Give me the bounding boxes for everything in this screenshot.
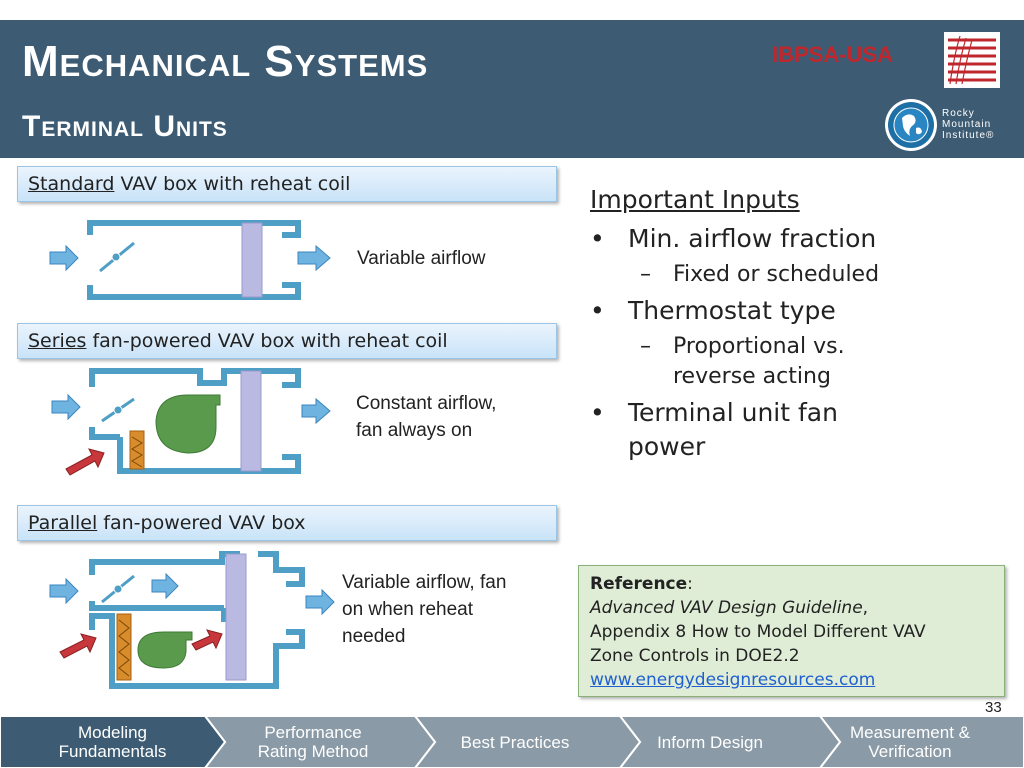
vav-type-rest: fan-powered VAV box with reheat coil [86,330,448,352]
sub-list-item-text: Fixed or scheduled [673,262,880,287]
reference-line: Appendix 8 How to Model Different VAV [590,622,926,642]
list-item-text: Thermostat type [628,296,836,325]
nav-tab-label: Inform Design [657,732,763,752]
list-item: • Min. airflow fraction [590,222,990,256]
return-filter-icon [129,430,145,470]
standard-vav-diagram [49,220,331,300]
fan-discharge-arrow-icon [191,629,223,651]
nav-shapes [0,716,1024,768]
reference-title: Advanced VAV Design Guideline [590,598,863,618]
sub-list-item-text: Proportional vs. [673,334,845,359]
reference-label: Reference [590,574,688,594]
nav-tab-label: Rating Method [257,742,369,761]
list-item-text: Terminal unit fan [628,398,838,427]
reheat-coil-icon [241,222,263,298]
sub-list-item: – Proportional vs. reverse acting [590,332,990,392]
important-inputs-heading: Important Inputs [590,185,800,214]
rmi-text-line: Rocky [942,108,975,119]
ibpsa-logo-text: IBPSA-USA [772,42,894,67]
nav-tab-label: Best Practices [460,732,570,752]
air-outlet-arrow-icon [301,397,331,425]
caption-line: Constant airflow, [356,393,497,414]
nav-tab-label: Modeling [77,723,147,742]
rmi-logo-text: Rocky Mountain Institute® [942,108,994,141]
air-inlet-arrow-icon [51,393,81,421]
air-outlet-arrow-icon [297,244,331,272]
fan-icon [155,394,221,454]
primary-air-arrow-icon [151,572,179,600]
standard-vav-label: Standard VAV box with reheat coil [17,166,557,202]
air-outlet-arrow-icon [305,588,335,616]
list-item-text: Min. airflow fraction [628,224,877,253]
bullet-icon: • [590,224,605,253]
rmi-globe-icon [885,99,937,151]
reference-line: Zone Controls in DOE2.2 [590,646,800,666]
list-item-text: power [628,432,706,461]
rmi-text-line: Institute® [942,130,995,141]
vav-type-word: Series [28,330,87,352]
list-item: • Terminal unit fan power [590,396,990,464]
top-strip [0,0,1024,20]
return-air-arrow-icon [59,633,97,659]
fan-icon [137,631,193,669]
bullet-icon: • [590,296,605,325]
reference-box: Reference: Advanced VAV Design Guideline… [578,565,1005,697]
sub-list-item: – Fixed or scheduled [590,260,990,290]
dash-icon: – [640,262,651,287]
list-item: • Thermostat type [590,294,990,328]
reference-link[interactable]: www.energydesignresources.com [590,670,876,690]
vav-type-word: Parallel [28,512,98,534]
bullet-icon: • [590,398,605,427]
parallel-vav-caption: Variable airflow, fan on when reheat nee… [342,569,506,650]
vav-type-word: Standard [28,173,115,195]
dash-icon: – [640,334,651,359]
vav-type-rest: fan-powered VAV box [97,512,306,534]
caption-line: Variable airflow, fan [342,572,507,593]
reheat-coil-icon [225,553,247,681]
series-vav-label: Series fan-powered VAV box with reheat c… [17,323,557,359]
caption-line: on when reheat [342,599,473,620]
nav-tab-inform-design[interactable]: Inform Design [620,716,800,768]
air-inlet-arrow-icon [49,577,79,605]
slide-title: Mechanical Systems [22,37,429,86]
reference-line: Reference: [590,572,993,596]
nav-tab-label: Fundamentals [58,742,167,761]
parallel-vav-label: Parallel fan-powered VAV box [17,505,557,541]
nav-tab-measurement-verification[interactable]: Measurement &Verification [820,716,1000,768]
slide-subtitle: Terminal Units [22,110,228,143]
standard-vav-caption: Variable airflow [357,248,486,269]
important-inputs-list: Important Inputs • Min. airflow fraction… [590,185,990,464]
return-air-arrow-icon [65,448,105,476]
nav-tab-label: Measurement & [850,723,970,742]
return-filter-icon [116,613,132,681]
sub-list-item-text: reverse acting [673,364,831,389]
nav-tab-best-practices[interactable]: Best Practices [420,716,610,768]
air-inlet-arrow-icon [49,244,79,272]
series-vav-diagram [51,368,331,476]
nav-tab-label: Verification [868,742,952,761]
reference-comma: , [862,598,869,618]
header-banner [0,20,1024,158]
rmi-text-line: Mountain [942,119,992,130]
nav-tab-label: Performance [264,723,362,742]
reference-colon: : [687,574,693,594]
ibpsa-logo [944,32,1000,88]
page-number: 33 [985,699,1002,716]
nav-tab-shape [0,716,227,768]
reheat-coil-icon [240,370,262,472]
reference-line: Advanced VAV Design Guideline, [590,596,993,620]
caption-line: needed [342,626,406,647]
series-vav-caption: Constant airflow, fan always on [356,390,496,444]
parallel-vav-diagram [49,551,335,689]
caption-line: fan always on [356,420,473,441]
vav-type-rest: VAV box with reheat coil [114,173,351,195]
